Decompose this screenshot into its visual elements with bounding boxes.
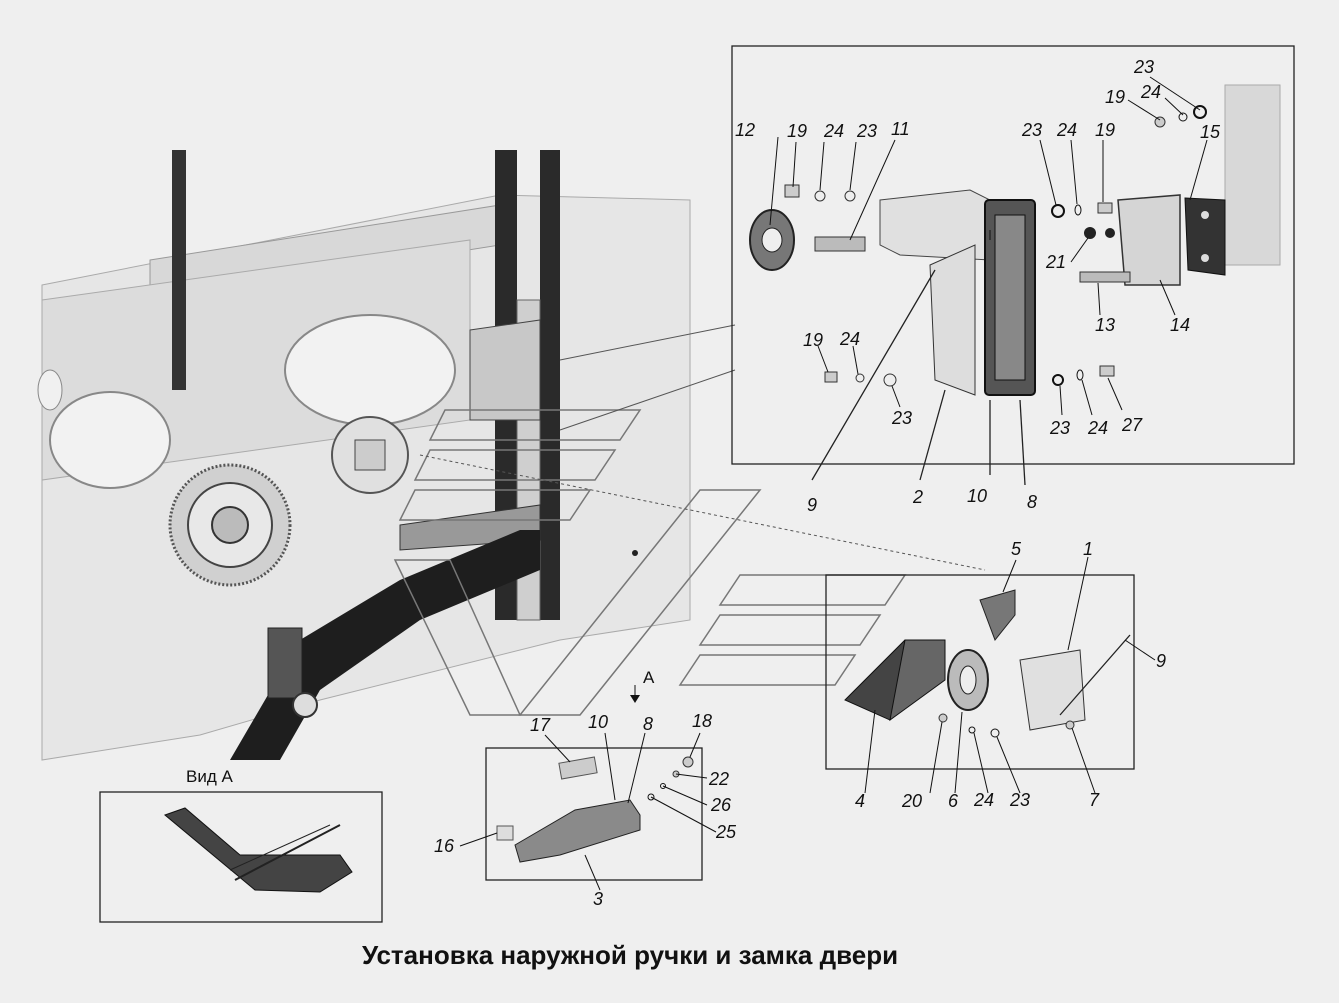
callout-labels: 23 19 24 12 19 24 23 11 23 24 19 15 21 1… <box>186 57 1221 909</box>
label-15: 15 <box>1200 122 1221 142</box>
label-27: 27 <box>1121 415 1143 435</box>
label-24: 24 <box>973 790 994 810</box>
label-10: 10 <box>588 712 608 732</box>
lock-leader-lines <box>769 76 1208 416</box>
handle-mechanism-box <box>825 574 1135 770</box>
label-9: 9 <box>1156 651 1166 671</box>
diagram-title: Установка наружной ручки и замка двери <box>361 940 899 970</box>
label-21: 21 <box>1045 252 1066 272</box>
label-19: 19 <box>803 330 823 350</box>
outer-handle-leader-lines <box>459 685 717 891</box>
view-a-label: Вид А <box>186 767 233 786</box>
label-25: 25 <box>715 822 737 842</box>
label-1: 1 <box>1083 539 1093 559</box>
lock-detail-box <box>731 45 1295 465</box>
label-19: 19 <box>1095 120 1115 140</box>
label-26: 26 <box>710 795 732 815</box>
label-17: 17 <box>530 715 551 735</box>
door-panel <box>37 150 691 761</box>
label-24: 24 <box>1140 82 1161 102</box>
outer-handle-box <box>485 747 703 881</box>
label-16: 16 <box>434 836 455 856</box>
label-19: 19 <box>787 121 807 141</box>
label-7: 7 <box>1089 790 1100 810</box>
label-18: 18 <box>692 711 712 731</box>
label-6: 6 <box>948 791 959 811</box>
label-23: 23 <box>1133 57 1154 77</box>
label-11: 11 <box>891 119 910 139</box>
label-24: 24 <box>1087 418 1108 438</box>
label-13: 13 <box>1095 315 1115 335</box>
label-20: 20 <box>901 791 922 811</box>
label-5: 5 <box>1011 539 1022 559</box>
label-3: 3 <box>593 889 603 909</box>
label-2: 2 <box>912 487 923 507</box>
view-a-box <box>99 791 383 923</box>
label-22: 22 <box>708 769 729 789</box>
view-a-marker: A <box>643 668 655 687</box>
label-8: 8 <box>643 714 653 734</box>
label-23: 23 <box>891 408 912 428</box>
label-14: 14 <box>1170 315 1190 335</box>
view-a-arrow <box>630 695 640 703</box>
projection-lines <box>419 324 986 571</box>
handle-leader-lines <box>864 556 1156 794</box>
rods <box>811 269 1026 486</box>
label-24: 24 <box>839 329 860 349</box>
label-8: 8 <box>1027 492 1037 512</box>
label-12: 12 <box>735 120 755 140</box>
label-23: 23 <box>1049 418 1070 438</box>
label-10: 10 <box>967 486 987 506</box>
label-9: 9 <box>807 495 817 515</box>
label-23: 23 <box>856 121 877 141</box>
label-24: 24 <box>1056 120 1077 140</box>
label-4: 4 <box>855 791 865 811</box>
label-23: 23 <box>1021 120 1042 140</box>
label-24: 24 <box>823 121 844 141</box>
label-19: 19 <box>1105 87 1125 107</box>
label-23: 23 <box>1009 790 1030 810</box>
